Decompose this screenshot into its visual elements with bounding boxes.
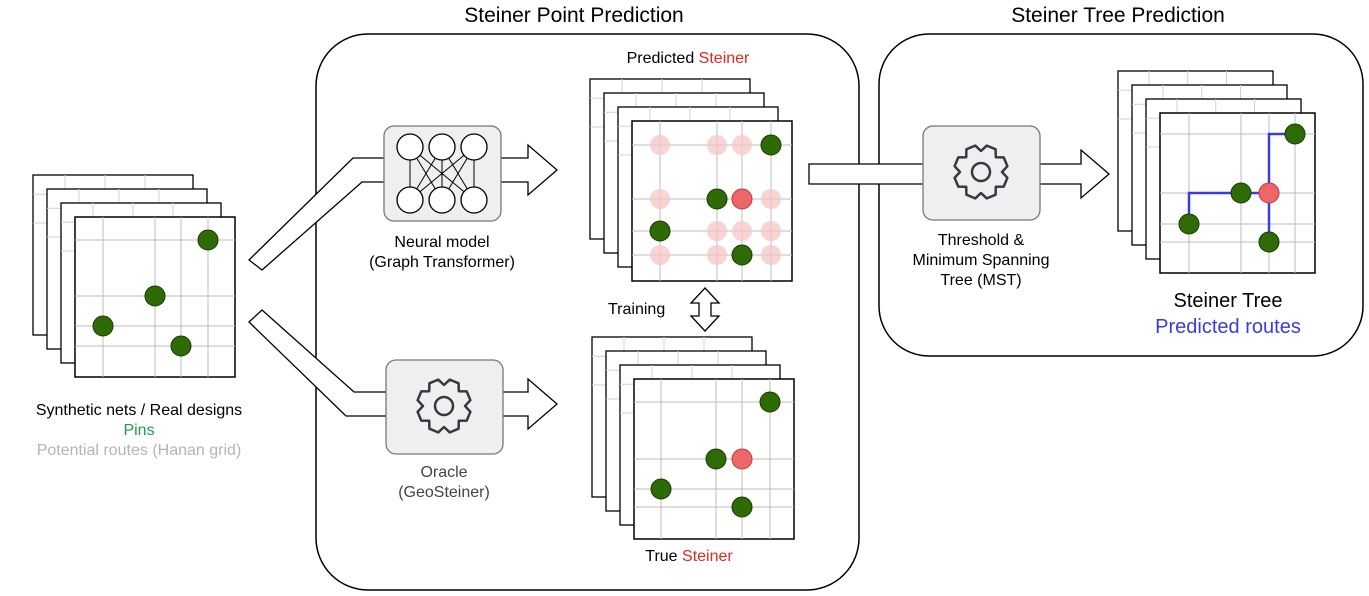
- candidate-steiner-dot: [707, 221, 727, 241]
- pin-dot: [760, 134, 782, 156]
- pin-dot: [1178, 213, 1200, 235]
- steiner-tree-stack: [1117, 70, 1316, 274]
- pin-dot: [650, 478, 672, 500]
- input-caption-nets: Synthetic nets / Real designs: [35, 402, 243, 419]
- neuron: [460, 133, 488, 161]
- neuron: [428, 186, 456, 214]
- pin-dot: [759, 391, 781, 413]
- steiner-point-dot: [1258, 182, 1280, 204]
- predicted-steiner-label: Predicted Steiner: [626, 50, 750, 67]
- input-nets-stack: [32, 174, 236, 378]
- pin-dot: [1284, 123, 1306, 145]
- candidate-steiner-dot: [707, 135, 727, 155]
- neuron: [396, 186, 424, 214]
- steiner-tree-label: Steiner Tree: [1173, 290, 1283, 312]
- input-caption-routes: Potential routes (Hanan grid): [36, 442, 242, 459]
- neuron: [460, 186, 488, 214]
- neuron: [428, 133, 456, 161]
- candidate-steiner-dot: [650, 189, 670, 209]
- pin-dot: [170, 335, 192, 357]
- oracle-label: Oracle: [420, 464, 468, 481]
- training-label: Training: [608, 301, 666, 318]
- candidate-steiner-dot: [761, 189, 781, 209]
- pin-dot: [649, 220, 671, 242]
- gear-icon: [953, 144, 1009, 200]
- neuron: [396, 133, 424, 161]
- mst-label-line1: Threshold &: [937, 232, 1025, 249]
- pin-dot: [705, 448, 727, 470]
- steiner-tree-prediction-title: Steiner Tree Prediction: [1011, 4, 1225, 27]
- true-steiner-label: True Steiner: [645, 548, 733, 565]
- pin-dot: [1258, 231, 1280, 253]
- candidate-steiner-dot: [761, 221, 781, 241]
- candidate-steiner-dot: [732, 221, 752, 241]
- steiner-point-prediction-title: Steiner Point Prediction: [464, 4, 684, 27]
- input-caption-pins: Pins: [123, 422, 155, 439]
- candidate-steiner-dot: [707, 245, 727, 265]
- candidate-steiner-dot: [650, 135, 670, 155]
- pin-dot: [706, 188, 728, 210]
- neural-model-label: Neural model: [394, 234, 490, 251]
- steiner-point-dot: [731, 448, 753, 470]
- true-steiner-stack: [591, 336, 795, 540]
- pin-dot: [92, 315, 114, 337]
- gear-icon: [416, 378, 472, 434]
- mst-box: [922, 125, 1041, 221]
- neural-model-sublabel: (Graph Transformer): [369, 254, 515, 271]
- oracle-sublabel: (GeoSteiner): [398, 484, 490, 501]
- predicted-routes-label: Predicted routes: [1155, 316, 1301, 338]
- pin-dot: [731, 244, 753, 266]
- steiner-point-dot: [731, 188, 753, 210]
- pin-dot: [1230, 182, 1252, 204]
- candidate-steiner-dot: [761, 245, 781, 265]
- candidate-steiner-dot: [650, 245, 670, 265]
- mst-label-line2: Minimum Spanning: [912, 252, 1050, 269]
- predicted-steiner-stack: [589, 78, 793, 282]
- training-double-arrow: [689, 287, 721, 332]
- pin-dot: [144, 285, 166, 307]
- oracle-box: [385, 359, 504, 455]
- mst-label-line3: Tree (MST): [940, 272, 1022, 289]
- candidate-steiner-dot: [732, 135, 752, 155]
- neural-network-icon: [396, 133, 488, 214]
- pin-dot: [197, 229, 219, 251]
- pin-dot: [731, 496, 753, 518]
